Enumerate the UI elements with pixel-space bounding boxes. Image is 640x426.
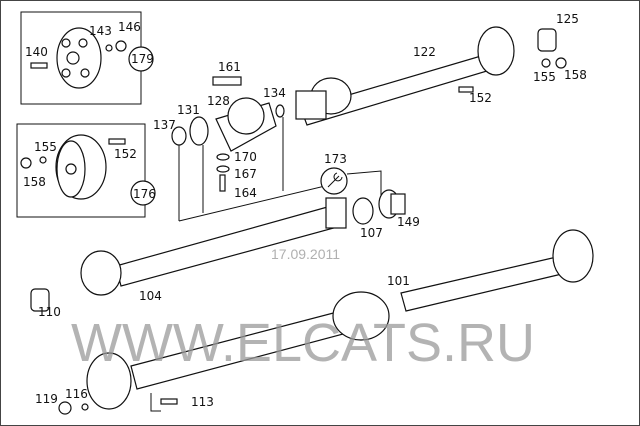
label-107: 107: [360, 226, 383, 240]
date-stamp: 17.09.2011: [271, 246, 340, 262]
label-152: 152: [469, 91, 492, 105]
label-176: 176: [133, 187, 156, 201]
callout-circle-176: [130, 180, 156, 206]
label-104: 104: [139, 289, 162, 303]
label-137: 137: [153, 118, 176, 132]
label-152b: 152: [114, 147, 137, 161]
center-bearing: [171, 76, 347, 222]
label-122: 122: [413, 45, 436, 59]
wrench-glyph: [327, 172, 343, 188]
callout-circle-179: [128, 46, 154, 72]
label-131: 131: [177, 103, 200, 117]
label-119: 119: [35, 392, 58, 406]
label-110: 110: [38, 305, 61, 319]
label-116: 116: [65, 387, 88, 401]
propshaft-104: [30, 197, 347, 312]
label-149: 149: [397, 215, 420, 229]
label-158: 158: [564, 68, 587, 82]
label-164: 164: [234, 186, 257, 200]
label-134: 134: [263, 86, 286, 100]
label-113: 113: [191, 395, 214, 409]
label-155: 155: [533, 70, 556, 84]
label-173: 173: [324, 152, 347, 166]
flex-disc-176: [20, 134, 126, 200]
label-161: 161: [218, 60, 241, 74]
label-143: 143: [89, 24, 112, 38]
propshaft-122: [295, 26, 567, 126]
label-128: 128: [207, 94, 230, 108]
label-125: 125: [556, 12, 579, 26]
nut-and-thread-parts: [352, 189, 406, 225]
flex-disc-179: [30, 27, 127, 89]
label-158b: 158: [23, 175, 46, 189]
label-155b: 155: [34, 140, 57, 154]
label-101: 101: [387, 274, 410, 288]
part-110: [30, 288, 50, 312]
propshaft-101: [58, 229, 594, 415]
label-179: 179: [131, 52, 154, 66]
label-167: 167: [234, 167, 257, 181]
label-146: 146: [118, 20, 141, 34]
label-140: 140: [25, 45, 48, 59]
label-170: 170: [234, 150, 257, 164]
inset-box-176: [16, 123, 146, 218]
watermark: WWW.ELCATS.RU: [71, 313, 535, 373]
